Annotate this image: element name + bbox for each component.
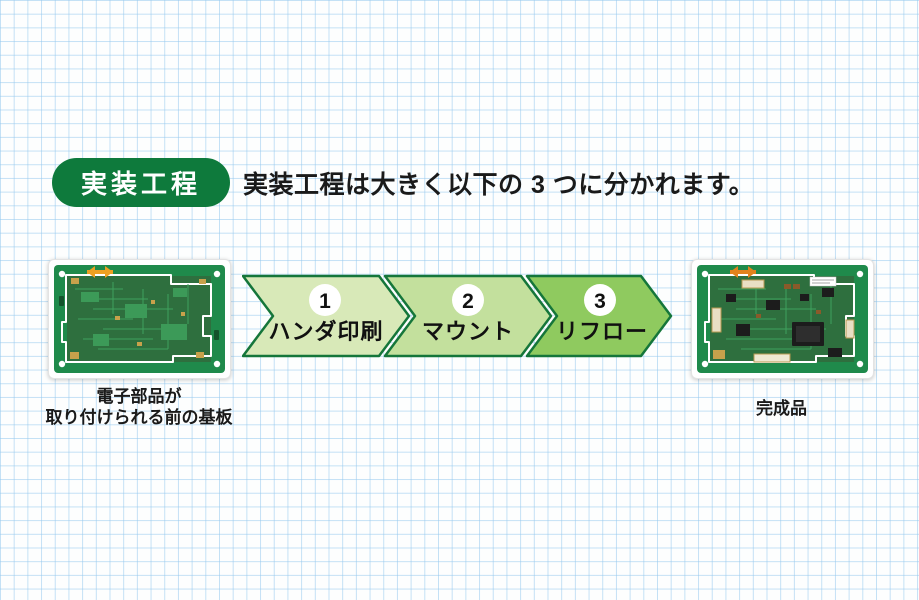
step-3-number: 3 xyxy=(594,290,606,313)
finished-pcb-caption: 完成品 xyxy=(756,399,807,418)
process-step-2: 2 マウント xyxy=(383,274,553,358)
step-number-circle xyxy=(452,284,484,316)
bare-pcb-graphic xyxy=(54,265,225,373)
step-number-circle xyxy=(309,284,341,316)
process-steps-arrows: 1 ハンダ印刷 2 マウント 3 リフロー xyxy=(242,274,673,358)
process-step-1: 1 ハンダ印刷 xyxy=(242,274,411,358)
finished-pcb-graphic xyxy=(697,265,868,373)
direction-arrow-icon xyxy=(730,266,756,278)
step-1-label: ハンダ印刷 xyxy=(268,319,383,344)
step-number-circle xyxy=(584,284,616,316)
process-step-3: 3 リフロー xyxy=(525,274,673,358)
step-2-label: マウント xyxy=(422,319,514,344)
step-3-label: リフロー xyxy=(556,319,648,344)
label-sticker xyxy=(809,276,837,287)
bare-pcb-image xyxy=(48,259,231,379)
process-title-badge-label: 実装工程 xyxy=(80,169,201,199)
step-2-number: 2 xyxy=(462,290,474,313)
headline-text: 実装工程は大きく以下の 3 つに分かれます。 xyxy=(243,170,755,199)
direction-arrow-icon xyxy=(87,266,113,278)
step-1-number: 1 xyxy=(319,290,331,313)
process-title-badge: 実装工程 xyxy=(52,158,230,207)
finished-pcb-image xyxy=(691,259,874,379)
bare-pcb-caption: 電子部品が 取り付けられる前の基板 xyxy=(45,387,233,427)
